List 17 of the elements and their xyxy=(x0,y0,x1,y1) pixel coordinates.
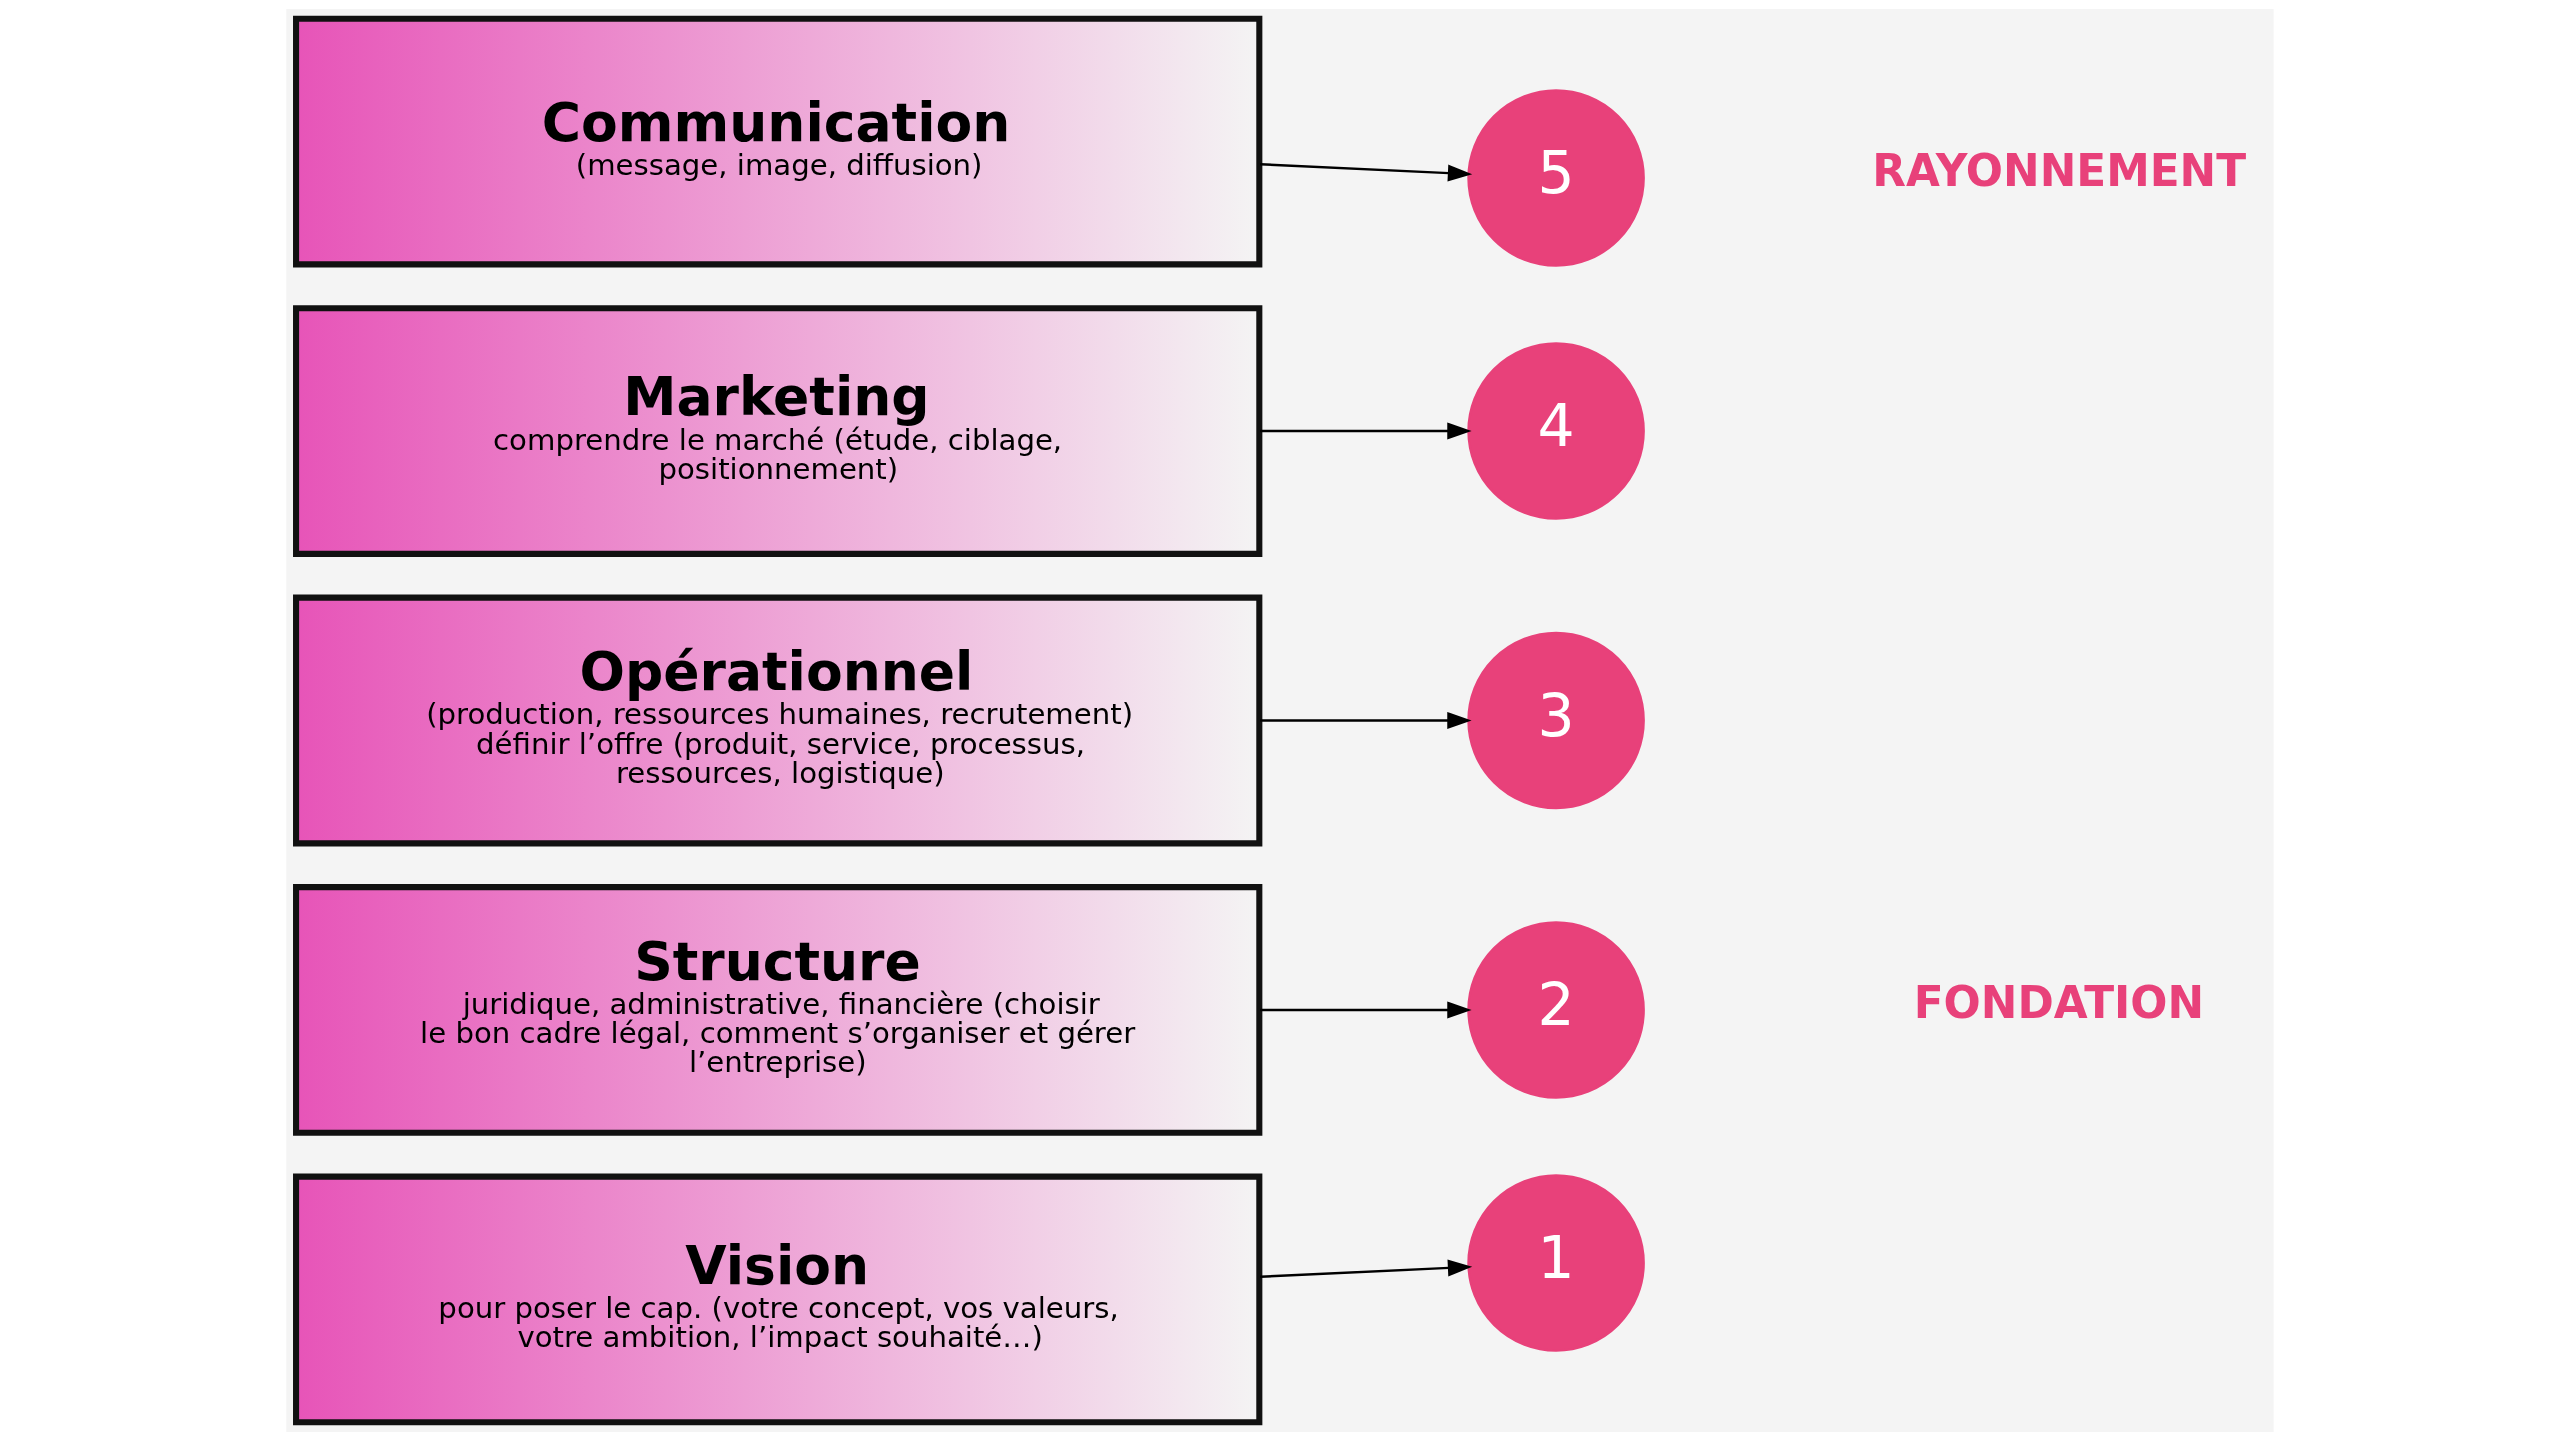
node-circle: 1 xyxy=(1467,1173,1645,1352)
arrow xyxy=(1260,711,1472,729)
node-circle: 2 xyxy=(1467,920,1645,1099)
node-circle: 4 xyxy=(1467,341,1645,520)
node-box: Vision pour poser le cap. (votre concept, vos valeurs, votre ambition, l’impact souhaité…) xyxy=(293,1173,1263,1425)
node-box: Opérationnel (production, ressources humaines, recrutement) définir l’offre (produit, service, processus, ressources, logistique) xyxy=(293,594,1263,846)
node-circle: 3 xyxy=(1467,631,1645,809)
arrow xyxy=(1260,162,1473,182)
arrow xyxy=(1260,422,1472,440)
arrow xyxy=(1260,1000,1472,1018)
node-circle: 5 xyxy=(1467,88,1645,267)
label: RAYONNEMENT xyxy=(1872,144,2247,196)
node-box: Structure juridique, administrative, financière (choisir le bon cadre légal, comment s’organiser et gérer l’entreprise) xyxy=(293,883,1263,1136)
label: FONDATION xyxy=(1913,976,2205,1028)
node-box: Marketing comprendre le marché (étude, ciblage, positionnement) xyxy=(293,304,1263,557)
node-box: Communication (message, image, diffusion) xyxy=(293,15,1263,267)
arrow xyxy=(1260,1258,1473,1278)
